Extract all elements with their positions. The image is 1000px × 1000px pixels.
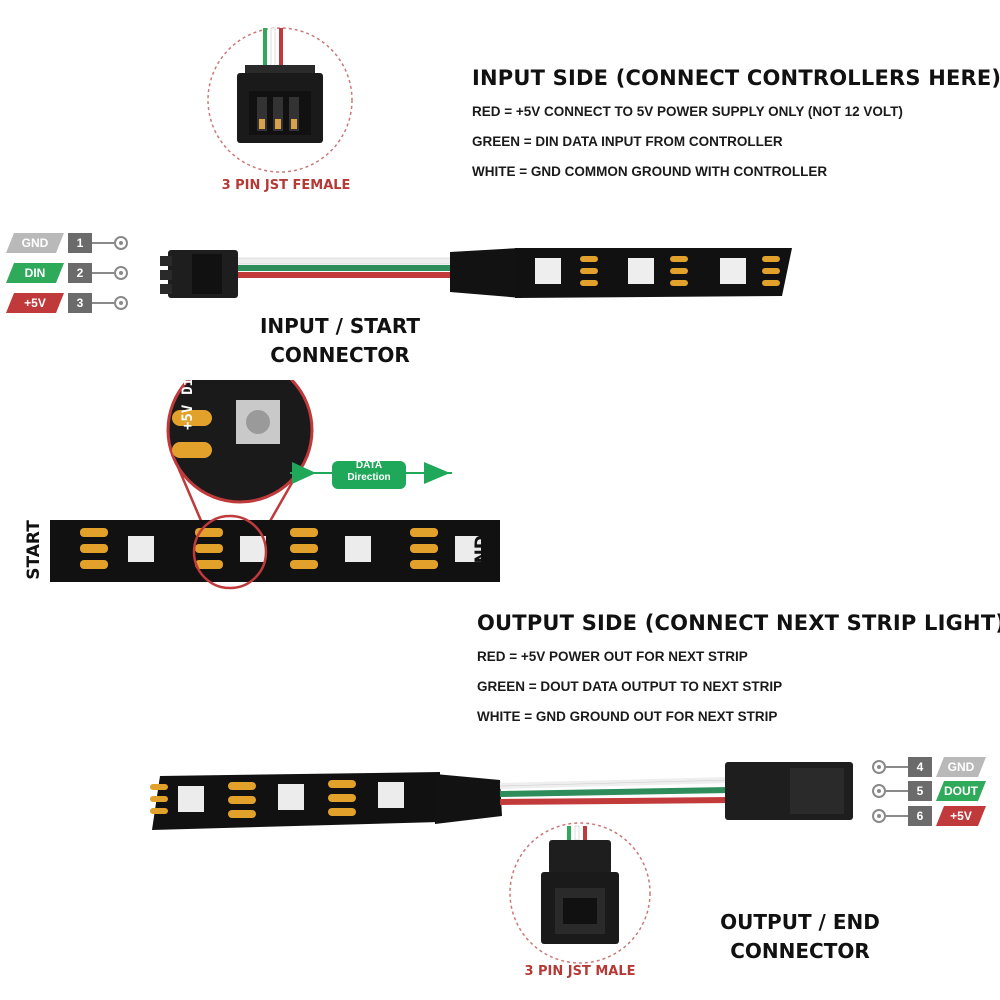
strip-zoom-diagram — [50, 380, 500, 590]
input-pin-din: DIN 2 — [6, 262, 128, 284]
terminal-icon — [872, 784, 886, 798]
female-connector-image — [207, 27, 353, 173]
pin-label: DOUT — [936, 781, 986, 801]
pin-number: 2 — [68, 263, 92, 283]
pin-label: GND — [6, 233, 64, 253]
output-white-line: WHITE = GND GROUND OUT FOR NEXT STRIP — [477, 709, 778, 724]
input-pin-5v: +5V 3 — [6, 292, 128, 314]
output-red-line: RED = +5V POWER OUT FOR NEXT STRIP — [477, 649, 748, 664]
male-connector-image — [509, 822, 651, 964]
input-connector-caption: INPUT / START CONNECTOR — [240, 312, 440, 370]
output-side-title: OUTPUT SIDE (CONNECT NEXT STRIP LIGHT): — [477, 611, 1000, 635]
strip-start-label: START — [23, 520, 44, 580]
terminal-icon — [114, 266, 128, 280]
pin-label: +5V — [6, 293, 64, 313]
output-connector-caption: OUTPUT / END CONNECTOR — [700, 908, 900, 966]
pin-label: GND — [936, 757, 986, 777]
pin-label: +5V — [936, 806, 986, 826]
caption-line-2: CONNECTOR — [730, 939, 870, 963]
pin-number: 4 — [908, 757, 932, 777]
pin-number: 5 — [908, 781, 932, 801]
caption-line-2: CONNECTOR — [270, 343, 410, 367]
pad-label-5v: +5V — [180, 404, 196, 430]
female-connector-caption: 3 PIN JST FEMALE — [221, 178, 351, 193]
terminal-icon — [872, 809, 886, 823]
output-connector-strip — [150, 762, 853, 830]
input-side-title: INPUT SIDE (CONNECT CONTROLLERS HERE): — [472, 66, 1000, 90]
output-pin-5v: 6 +5V — [872, 805, 986, 827]
terminal-icon — [114, 236, 128, 250]
output-pin-gnd: 4 GND — [872, 756, 986, 778]
pin-number: 1 — [68, 233, 92, 253]
data-direction-line-2: Direction — [347, 472, 391, 483]
pad-label-din: Din — [180, 369, 196, 395]
pin-number: 6 — [908, 806, 932, 826]
data-direction-label: DATA Direction — [332, 460, 406, 484]
data-direction-line-1: DATA — [355, 460, 383, 471]
output-green-line: GREEN = DOUT DATA OUTPUT TO NEXT STRIP — [477, 679, 783, 694]
input-red-line: RED = +5V CONNECT TO 5V POWER SUPPLY ONL… — [472, 104, 903, 119]
pin-label: DIN — [6, 263, 64, 283]
input-green-line: GREEN = DIN DATA INPUT FROM CONTROLLER — [472, 134, 783, 149]
male-connector-caption: 3 PIN JST MALE — [524, 964, 636, 979]
caption-line-1: OUTPUT / END — [720, 910, 880, 934]
data-direction-arrow — [290, 461, 452, 489]
pad-label-gnd: GND — [180, 334, 196, 360]
pin-number: 3 — [68, 293, 92, 313]
input-white-line: WHITE = GND COMMON GROUND WITH CONTROLLE… — [472, 164, 828, 179]
zoom-pad-labels: +5V Din GND — [180, 334, 196, 430]
terminal-icon — [114, 296, 128, 310]
strip-end-label: END — [471, 535, 492, 575]
output-pin-dout: 5 DOUT — [872, 780, 986, 802]
caption-line-1: INPUT / START — [259, 314, 421, 338]
input-pin-gnd: GND 1 — [6, 232, 128, 254]
input-connector-strip — [160, 248, 792, 298]
terminal-icon — [872, 760, 886, 774]
